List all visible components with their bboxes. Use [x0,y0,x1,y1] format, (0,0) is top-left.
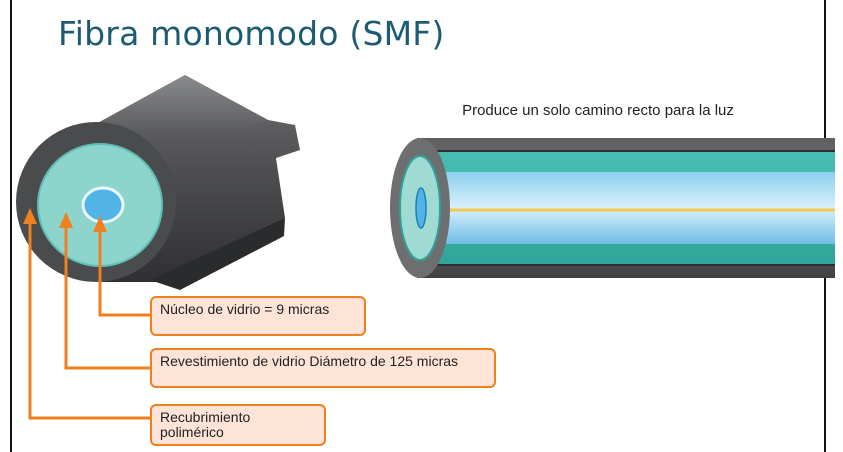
fiber-tube [390,138,835,278]
core-leader [98,230,150,317]
coating-callout: Recubrimiento polimérico [150,404,326,446]
core-callout: Núcleo de vidrio = 9 micras [150,296,366,336]
cladding-leader [64,225,150,370]
cladding-callout: Revestimiento de vidrio Diámetro de 125 … [150,348,496,388]
page-title: Fibra monomodo (SMF) [58,14,445,53]
core-arrowhead [93,216,107,232]
coating-leader [28,222,150,420]
tube-end-core [415,187,427,229]
straight-path-caption: Produce un solo camino recto para la luz [462,102,734,119]
cladding-arrowhead [59,212,73,228]
coating-arrowhead [23,208,37,224]
cable-3d [16,75,300,290]
arrowheads [23,208,107,232]
tube-core [417,172,835,244]
core-end-face [81,186,125,224]
cable-jacket-shadow [150,218,285,290]
callout-leaders [28,222,150,420]
cable-jacket-top [85,75,268,130]
